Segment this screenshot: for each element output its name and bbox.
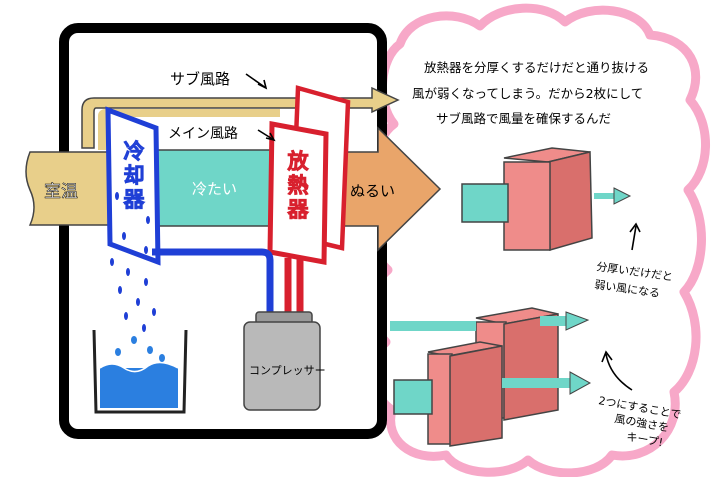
compressor (243, 311, 321, 411)
water-drops (110, 258, 156, 332)
compressor-label: コンプレッサー (249, 364, 326, 377)
water-container (92, 329, 188, 414)
cold-air-stream (149, 149, 283, 227)
room-temp-label: 室温 (44, 182, 78, 202)
two-note-line: キープ! (625, 430, 663, 449)
cooler-panel (105, 106, 161, 266)
cooler-label: 冷却器 (121, 140, 145, 212)
cold-label: 冷たい (192, 180, 237, 198)
lukewarm-label: ぬるい (350, 182, 395, 200)
radiator-panels (267, 85, 351, 265)
top-note-line: サブ風路で風量を確保するんだ (436, 111, 611, 126)
sub-path-label: サブ風路 (170, 70, 230, 88)
label-pointers (245, 73, 276, 142)
top-note-line: 放熱器を分厚くするだけだと通り抜ける (424, 60, 649, 75)
double-blocks (390, 307, 592, 447)
top-note: 放熱器を分厚くするだけだと通り抜ける 風が弱くなってしまう。だから2枚にして サ… (412, 60, 649, 126)
note-pointers (601, 222, 641, 391)
radiator-label: 放熱器 (285, 150, 309, 222)
thick-block (461, 147, 632, 251)
pipes (152, 248, 304, 318)
main-path-label: メイン風路 (168, 126, 238, 142)
top-note-line: 風が弱くなってしまう。だから2枚にして (412, 86, 643, 101)
room-air-inlet (25, 151, 123, 226)
